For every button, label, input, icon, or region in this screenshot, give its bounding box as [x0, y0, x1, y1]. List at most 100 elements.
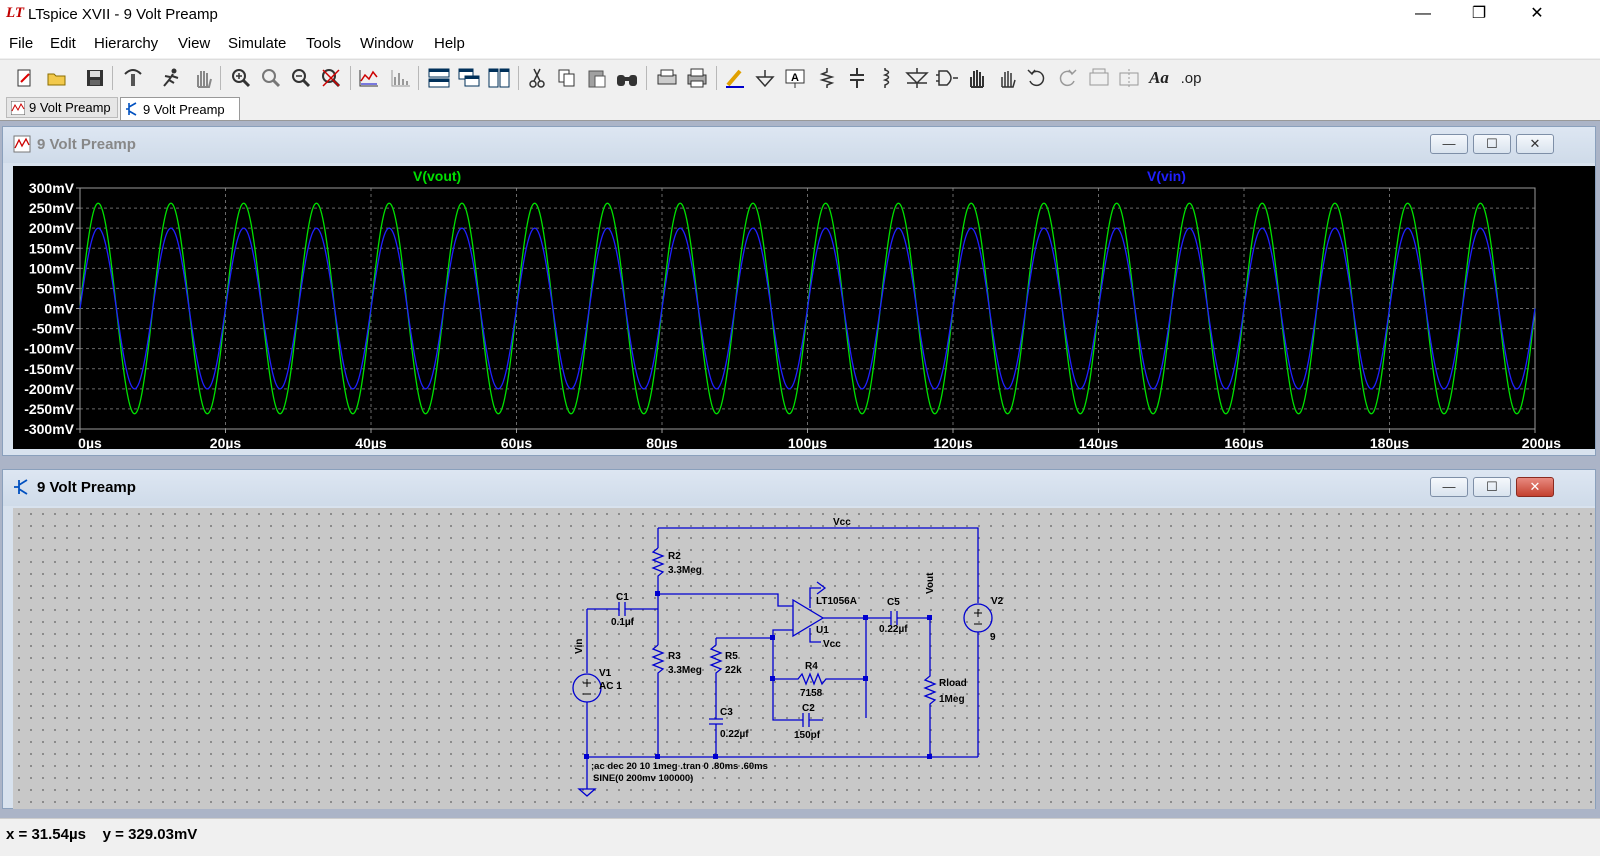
- status-bar: x = 31.54µs y = 329.03mV: [0, 818, 1600, 856]
- r3-refdes[interactable]: R3: [668, 651, 681, 662]
- move-icon[interactable]: [964, 65, 990, 91]
- resistor-icon[interactable]: [814, 65, 840, 91]
- waveform-plot-svg[interactable]: 300mV250mV200mV150mV100mV50mV0mV-50mV-10…: [13, 166, 1595, 451]
- copy-icon[interactable]: [554, 65, 580, 91]
- tab-waveform[interactable]: 9 Volt Preamp: [6, 97, 118, 118]
- v1-refdes[interactable]: V1: [599, 668, 612, 679]
- opamp-vcc-label[interactable]: Vcc: [823, 639, 841, 650]
- r5-refdes[interactable]: R5: [725, 651, 738, 662]
- svg-text:A: A: [791, 72, 799, 84]
- schematic-window-title: 9 Volt Preamp: [37, 479, 136, 496]
- schematic-close-button[interactable]: ✕: [1516, 477, 1554, 497]
- save-icon[interactable]: [82, 65, 108, 91]
- r2-value[interactable]: 3.3Meg: [668, 565, 702, 576]
- autorange-icon[interactable]: [356, 65, 382, 91]
- y-tick-label: 200mV: [29, 220, 75, 236]
- menu-simulate[interactable]: Simulate: [228, 35, 287, 52]
- series-line-1[interactable]: [79, 227, 1536, 390]
- control-panel-icon[interactable]: [120, 65, 146, 91]
- c3-refdes[interactable]: C3: [720, 707, 733, 718]
- component-icon[interactable]: [934, 65, 960, 91]
- fft-icon[interactable]: [388, 65, 414, 91]
- r5-value[interactable]: 22k: [725, 665, 742, 676]
- v1-value[interactable]: AC 1: [599, 681, 622, 692]
- ground-icon[interactable]: [752, 65, 778, 91]
- mirror-icon[interactable]: [1116, 65, 1142, 91]
- close-button[interactable]: ✕: [1530, 5, 1544, 22]
- rload-refdes[interactable]: Rload: [939, 678, 967, 689]
- schematic-canvas[interactable]: Vcc R2 3.3Meg C1 0.1µf Vin R3 3.3Meg V1 …: [13, 508, 1595, 809]
- redo-icon[interactable]: [1054, 65, 1080, 91]
- tile-vertical-icon[interactable]: [486, 65, 512, 91]
- zoom-pan-icon[interactable]: [258, 65, 284, 91]
- spice-directive[interactable]: ;ac dec 20 10 1meg .tran 0 .80ms .60ms: [591, 761, 768, 772]
- cascade-icon[interactable]: [456, 65, 482, 91]
- menu-help[interactable]: Help: [434, 35, 465, 52]
- minimize-button[interactable]: —: [1415, 5, 1431, 22]
- u1-refdes[interactable]: U1: [816, 625, 829, 636]
- drag-icon[interactable]: [994, 65, 1020, 91]
- schematic-svg[interactable]: Vcc R2 3.3Meg C1 0.1µf Vin R3 3.3Meg V1 …: [13, 508, 1595, 809]
- source-spec[interactable]: SINE(0 200mv 100000): [593, 773, 693, 784]
- spice-directive-icon[interactable]: .op: [1180, 69, 1202, 87]
- zoom-fit-icon[interactable]: [318, 65, 344, 91]
- tile-horizontal-icon[interactable]: [426, 65, 452, 91]
- paste-icon[interactable]: [584, 65, 610, 91]
- c2-refdes[interactable]: C2: [802, 703, 815, 714]
- print-icon[interactable]: [684, 65, 710, 91]
- zoom-in-icon[interactable]: [228, 65, 254, 91]
- zoom-out-icon[interactable]: [288, 65, 314, 91]
- restore-button[interactable]: ❐: [1471, 5, 1487, 22]
- rload-value[interactable]: 1Meg: [939, 694, 965, 705]
- tab-label: 9 Volt Preamp: [29, 100, 111, 115]
- net-label-vout[interactable]: Vout: [925, 572, 936, 594]
- wire-icon[interactable]: [722, 65, 748, 91]
- c5-refdes[interactable]: C5: [887, 597, 900, 608]
- opamp-model[interactable]: LT1056A: [816, 596, 857, 607]
- r2-refdes[interactable]: R2: [668, 551, 681, 562]
- capacitor-icon[interactable]: [844, 65, 870, 91]
- c1-refdes[interactable]: C1: [616, 592, 629, 603]
- x-tick-label: 140µs: [1079, 435, 1118, 449]
- new-schematic-icon[interactable]: [12, 65, 38, 91]
- c1-value[interactable]: 0.1µf: [611, 617, 635, 628]
- waveform-close-button[interactable]: ✕: [1516, 134, 1554, 154]
- run-icon[interactable]: [158, 65, 184, 91]
- menu-window[interactable]: Window: [360, 35, 414, 52]
- halt-icon[interactable]: [190, 65, 216, 91]
- waveform-maximize-button[interactable]: ☐: [1473, 134, 1511, 154]
- menu-hierarchy[interactable]: Hierarchy: [94, 35, 159, 52]
- schematic-maximize-button[interactable]: ☐: [1473, 477, 1511, 497]
- inductor-icon[interactable]: [874, 65, 900, 91]
- tab-schematic[interactable]: 9 Volt Preamp: [120, 97, 240, 120]
- c5-value[interactable]: 0.22µf: [879, 624, 908, 635]
- c3-value[interactable]: 0.22µf: [720, 729, 749, 740]
- r4-value[interactable]: 7158: [800, 688, 823, 699]
- print-preview-icon[interactable]: [654, 65, 680, 91]
- schematic-wires[interactable]: [572, 527, 993, 797]
- r3-value[interactable]: 3.3Meg: [668, 665, 702, 676]
- waveform-minimize-button[interactable]: —: [1430, 134, 1468, 154]
- open-icon[interactable]: [44, 65, 70, 91]
- v2-value[interactable]: 9: [990, 632, 996, 643]
- find-icon[interactable]: [614, 65, 640, 91]
- text-icon[interactable]: Aa: [1149, 68, 1169, 87]
- cut-icon[interactable]: [524, 65, 550, 91]
- menu-tools[interactable]: Tools: [306, 35, 342, 52]
- menu-edit[interactable]: Edit: [50, 35, 76, 52]
- diode-icon[interactable]: [904, 65, 930, 91]
- rotate-icon[interactable]: [1086, 65, 1112, 91]
- v2-refdes[interactable]: V2: [991, 596, 1004, 607]
- r4-refdes[interactable]: R4: [805, 661, 818, 672]
- label-net-icon[interactable]: A: [782, 65, 808, 91]
- menu-file[interactable]: File: [9, 35, 34, 52]
- legend-vout[interactable]: V(vout): [413, 168, 461, 184]
- undo-icon[interactable]: [1024, 65, 1050, 91]
- net-label-vin[interactable]: Vin: [574, 639, 585, 654]
- c2-value[interactable]: 150pf: [794, 730, 821, 741]
- legend-vin[interactable]: V(vin): [1147, 168, 1186, 184]
- menu-view[interactable]: View: [178, 35, 211, 52]
- schematic-minimize-button[interactable]: —: [1430, 477, 1468, 497]
- net-label-vcc[interactable]: Vcc: [833, 517, 851, 528]
